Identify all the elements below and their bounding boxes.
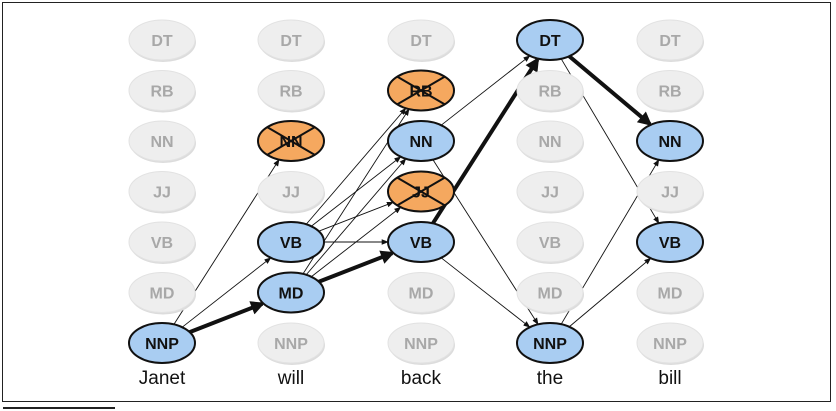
state-node-bill-jj: JJ (636, 171, 704, 214)
state-node-bill-vb: VB (636, 221, 704, 263)
state-node-bill-nnp: NNP (636, 322, 704, 365)
best-path-edge-dt-nn (567, 54, 653, 126)
state-label: DT (151, 33, 173, 50)
state-node-will-vb: VB (257, 221, 325, 263)
state-node-janet-dt: DT (128, 19, 196, 62)
state-label: NNP (533, 336, 567, 353)
state-label: RB (658, 84, 681, 101)
state-node-back-md: MD (387, 272, 455, 315)
state-label: NNP (145, 336, 179, 353)
state-label: NN (538, 134, 561, 151)
state-node-bill-dt: DT (636, 19, 704, 62)
state-label: VB (659, 235, 681, 252)
state-label: MD (279, 286, 304, 303)
best-path-edge-md-vb (318, 250, 395, 284)
state-label: VB (539, 235, 561, 252)
state-label: MD (658, 286, 683, 303)
state-label: RB (279, 84, 302, 101)
transition-edge-nn-dt (440, 55, 531, 126)
state-label: NN (150, 134, 173, 151)
state-node-back-nnp: NNP (387, 322, 455, 365)
state-node-bill-nn: NN (636, 120, 704, 162)
state-label: NN (658, 134, 681, 151)
state-node-the-jj: JJ (516, 171, 584, 214)
state-label: MD (538, 286, 563, 303)
state-node-back-dt: DT (387, 19, 455, 62)
state-node-back-rb: RB (387, 69, 455, 112)
cross-out-mark (266, 126, 316, 156)
diagram-frame (2, 2, 831, 402)
state-node-the-md: MD (516, 272, 584, 315)
state-node-the-dt: DT (516, 19, 584, 61)
state-node-janet-jj: JJ (128, 171, 196, 214)
words-layer: Janet will back the bill (139, 368, 682, 389)
cross-out-mark (396, 176, 446, 207)
state-label: JJ (282, 185, 300, 202)
state-node-back-vb: VB (387, 221, 455, 263)
state-node-will-rb: RB (257, 70, 325, 113)
state-node-back-nn: NN (387, 120, 455, 162)
state-node-janet-nnp: NNP (128, 322, 196, 364)
state-node-will-md: MD (257, 271, 325, 314)
state-label: MD (150, 286, 175, 303)
state-label: JJ (541, 185, 559, 202)
state-label: DT (659, 33, 681, 50)
state-node-janet-rb: RB (128, 70, 196, 113)
transition-edge-nnp-vb (568, 257, 652, 328)
state-label: MD (409, 286, 434, 303)
state-node-back-jj: JJ (387, 170, 455, 213)
transition-edge-vb-rb (305, 107, 407, 225)
state-label: NNP (274, 336, 308, 353)
transition-edge-nnp-vb (181, 257, 272, 328)
word-label-back: back (401, 368, 442, 389)
word-label-the: the (537, 368, 563, 389)
state-label: NNP (404, 336, 438, 353)
transition-edge-md-jj (311, 206, 402, 278)
state-label: VB (280, 235, 302, 252)
best-path-edge-nnp-md (188, 301, 265, 335)
state-node-the-nn: NN (516, 120, 584, 163)
state-node-will-jj: JJ (257, 171, 325, 214)
nodes-layer: DT RB NN JJ VB MD NNP DT RB NN JJ VB MD NNP DT RB NN JJ VB… (128, 19, 704, 365)
state-label: DT (280, 33, 302, 50)
state-label: JJ (661, 185, 679, 202)
state-label: DT (539, 33, 561, 50)
state-node-will-dt: DT (257, 19, 325, 62)
state-node-janet-vb: VB (128, 221, 196, 264)
cross-out-mark (396, 75, 446, 106)
state-node-the-vb: VB (516, 221, 584, 264)
state-label: VB (151, 235, 173, 252)
state-label: JJ (153, 185, 171, 202)
word-label-janet: Janet (139, 368, 186, 389)
transition-edge-md-nn (305, 158, 407, 276)
word-label-will: will (277, 368, 304, 389)
state-label: NNP (653, 336, 687, 353)
state-node-will-nn: NN (257, 120, 325, 162)
state-node-will-nnp: NNP (257, 322, 325, 365)
state-node-bill-rb: RB (636, 70, 704, 113)
state-label: DT (410, 33, 432, 50)
state-node-the-rb: RB (516, 70, 584, 113)
state-label: NN (409, 134, 432, 151)
footnote-rule (3, 407, 115, 409)
word-label-bill: bill (658, 368, 681, 389)
state-label: RB (150, 84, 173, 101)
state-label: VB (410, 235, 432, 252)
state-label: RB (538, 84, 561, 101)
state-node-the-nnp: NNP (516, 322, 584, 364)
state-node-janet-nn: NN (128, 120, 196, 163)
state-node-bill-md: MD (636, 272, 704, 315)
transition-edge-vb-nnp (440, 257, 531, 328)
state-node-janet-md: MD (128, 272, 196, 315)
